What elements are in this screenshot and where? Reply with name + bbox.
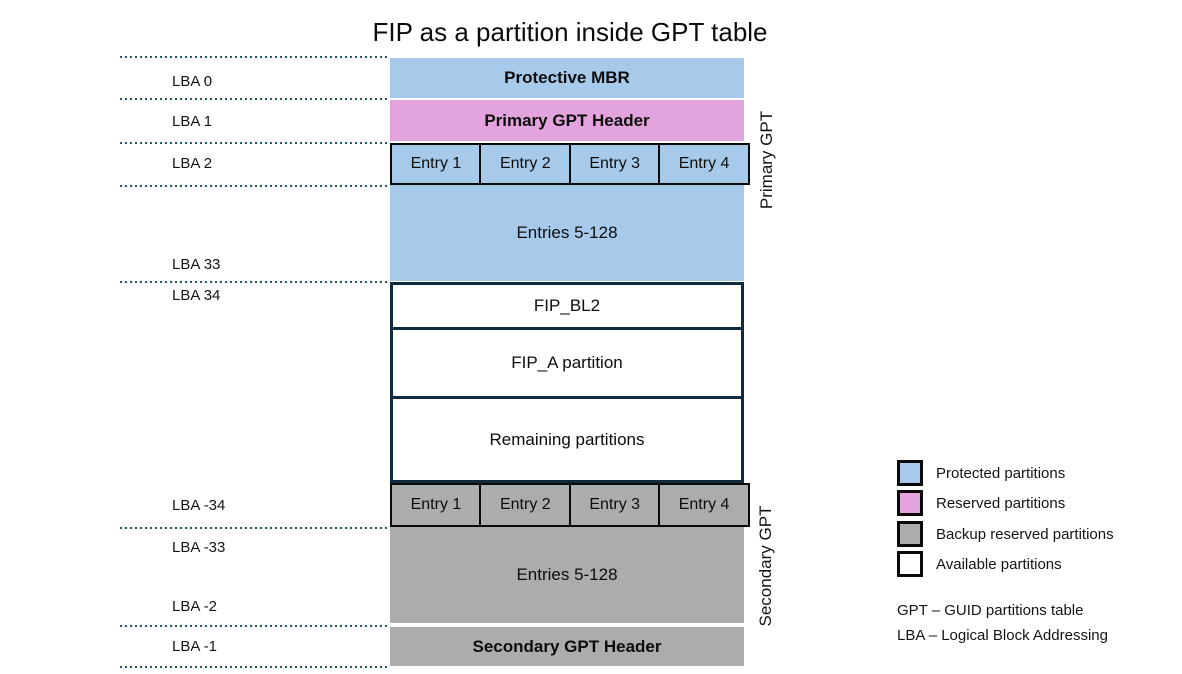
definition-lba: LBA – Logical Block Addressing (897, 627, 1108, 644)
block-secondary-entries-5-128: Entries 5-128 (390, 527, 744, 623)
lba-label-neg-34: LBA -34 (172, 497, 226, 514)
diagram-title: FIP as a partition inside GPT table (372, 17, 768, 47)
lba-label-2: LBA 2 (172, 155, 213, 172)
protected-color-swatch (897, 460, 923, 486)
block-fip-bl2: FIP_BL2 (390, 282, 744, 330)
legend-item-protected: Protected partitions (897, 460, 1065, 486)
dotted-separator (120, 281, 390, 283)
primary-entry-2: Entry 2 (479, 143, 572, 185)
legend-item-backup-reserved: Backup reserved partitions (897, 521, 1114, 547)
secondary-entry-3: Entry 3 (568, 483, 661, 527)
dotted-separator (120, 666, 390, 668)
primary-entry-4: Entry 4 (658, 143, 750, 185)
secondary-entry-2: Entry 2 (479, 483, 572, 527)
lba-label-1: LBA 1 (172, 113, 213, 130)
reserved-color-swatch (897, 490, 923, 516)
block-protective-mbr: Protective MBR (390, 58, 744, 98)
primary-entry-1: Entry 1 (390, 143, 482, 185)
block-secondary-gpt-header: Secondary GPT Header (390, 627, 744, 666)
legend-item-reserved: Reserved partitions (897, 490, 1065, 516)
legend-item-available: Available partitions (897, 551, 1062, 577)
side-label-primary-gpt: Primary GPT (757, 110, 776, 210)
dotted-separator (120, 185, 390, 187)
primary-entry-row: Entry 1 Entry 2 Entry 3 Entry 4 (390, 143, 750, 185)
block-fip-a-partition: FIP_A partition (390, 327, 744, 399)
lba-label-33: LBA 33 (172, 256, 221, 273)
dotted-separator (120, 527, 390, 529)
legend-label: Protected partitions (936, 464, 1066, 482)
legend-label: Reserved partitions (936, 494, 1066, 512)
secondary-entry-1: Entry 1 (390, 483, 482, 527)
block-remaining-partitions: Remaining partitions (390, 396, 744, 483)
dotted-separator (120, 142, 390, 144)
block-primary-entries-5-128: Entries 5-128 (390, 185, 744, 281)
side-label-secondary-gpt: Secondary GPT (756, 505, 775, 627)
backup-reserved-color-swatch (897, 521, 923, 547)
dotted-separator (120, 625, 390, 627)
lba-label-neg-33: LBA -33 (172, 539, 226, 556)
secondary-entry-4: Entry 4 (658, 483, 750, 527)
primary-entry-3: Entry 3 (568, 143, 661, 185)
block-primary-gpt-header: Primary GPT Header (390, 100, 744, 141)
legend-label: Backup reserved partitions (936, 525, 1114, 543)
lba-label-neg-2: LBA -2 (172, 598, 218, 615)
lba-label-neg-1: LBA -1 (172, 638, 218, 655)
dotted-separator (120, 98, 390, 100)
dotted-separator (120, 56, 390, 58)
legend-label: Available partitions (936, 555, 1062, 573)
definition-gpt: GPT – GUID partitions table (897, 602, 1084, 619)
secondary-entry-row: Entry 1 Entry 2 Entry 3 Entry 4 (390, 483, 750, 527)
lba-label-34: LBA 34 (172, 287, 221, 304)
available-color-swatch (897, 551, 923, 577)
lba-label-0: LBA 0 (172, 73, 213, 90)
